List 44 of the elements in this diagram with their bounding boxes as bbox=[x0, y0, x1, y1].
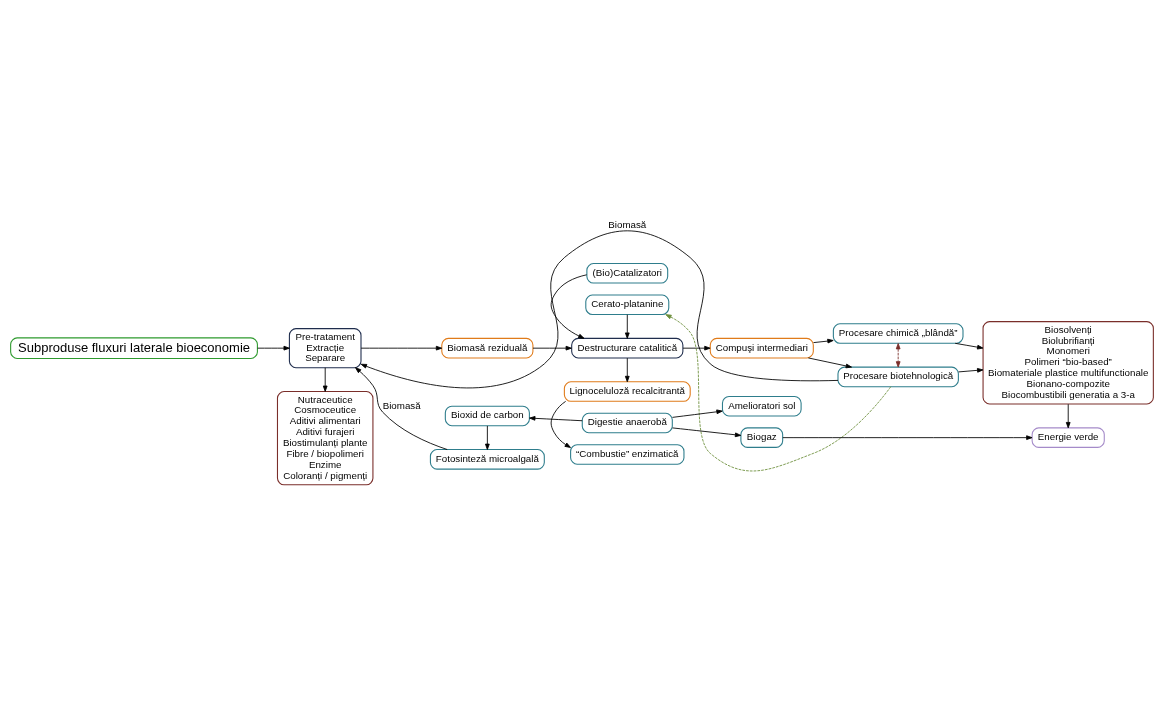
node-box: Pre-tratament Extracție Separare bbox=[288, 327, 362, 368]
node-box: Lignoceluloză recalcitrantă bbox=[563, 380, 691, 402]
arrow bbox=[958, 367, 984, 373]
arrow bbox=[257, 345, 290, 350]
arrow bbox=[360, 345, 443, 350]
node-box: Energie verde bbox=[1031, 426, 1105, 448]
arrow bbox=[813, 338, 834, 343]
node-box: Fotosinteză microalgală bbox=[429, 448, 545, 470]
arrow bbox=[682, 345, 711, 350]
node-box: “Combustie” enzimatică bbox=[570, 443, 685, 465]
arrow bbox=[322, 366, 328, 392]
node-box: Digestie anaerobă bbox=[581, 412, 673, 433]
node-box: Bioxid de carbon bbox=[444, 405, 530, 426]
arrow bbox=[672, 408, 723, 418]
arrow bbox=[954, 342, 984, 349]
node-box: Destructurare catalitică bbox=[571, 337, 684, 358]
node-box: Cerato-platanine bbox=[585, 293, 670, 315]
edge-label: Biomasă bbox=[382, 399, 421, 411]
arrow bbox=[807, 357, 852, 368]
arrow bbox=[895, 342, 901, 367]
node-box: (Bio)Catalizatori bbox=[586, 262, 669, 284]
arrow bbox=[550, 273, 588, 339]
node-box: Procesare chimică „blândă” bbox=[832, 322, 964, 344]
arrow bbox=[782, 434, 1033, 440]
node-box: Biogaz bbox=[740, 426, 784, 448]
arrow bbox=[532, 345, 572, 350]
arrow bbox=[529, 415, 583, 421]
edge-label: Biomasă bbox=[608, 218, 647, 230]
arrow bbox=[665, 313, 892, 471]
node-box: Amelioratori sol bbox=[721, 395, 802, 416]
arrow bbox=[355, 366, 448, 450]
node-box: Nutraceutice Cosmoceutice Aditivi alimentari Aditivi furajeri Biostimulanți plante Fibre / biopolimeri Enzime Coloranți / pigmenți bbox=[276, 390, 374, 485]
arrow bbox=[360, 229, 839, 388]
node-box: Biosolvenți Biolubrifianți Monomeri Polimeri “bio-based” Biomateriale plastice multifunctionale Bionano-compozite Biocombustibili generatia a 3-a bbox=[982, 320, 1154, 405]
arrow bbox=[550, 400, 571, 448]
node-box: Biomasă reziduală bbox=[441, 337, 534, 358]
node-box: Compuşi intermediari bbox=[709, 337, 814, 358]
node-box: Subproduse fluxuri laterale bioeconomie bbox=[10, 336, 258, 359]
arrow bbox=[624, 357, 630, 382]
arrow bbox=[485, 425, 490, 450]
arrow bbox=[1065, 403, 1071, 428]
arrow bbox=[672, 426, 742, 437]
arrow bbox=[624, 313, 630, 339]
node-box: Procesare biotehnologică bbox=[837, 366, 959, 387]
